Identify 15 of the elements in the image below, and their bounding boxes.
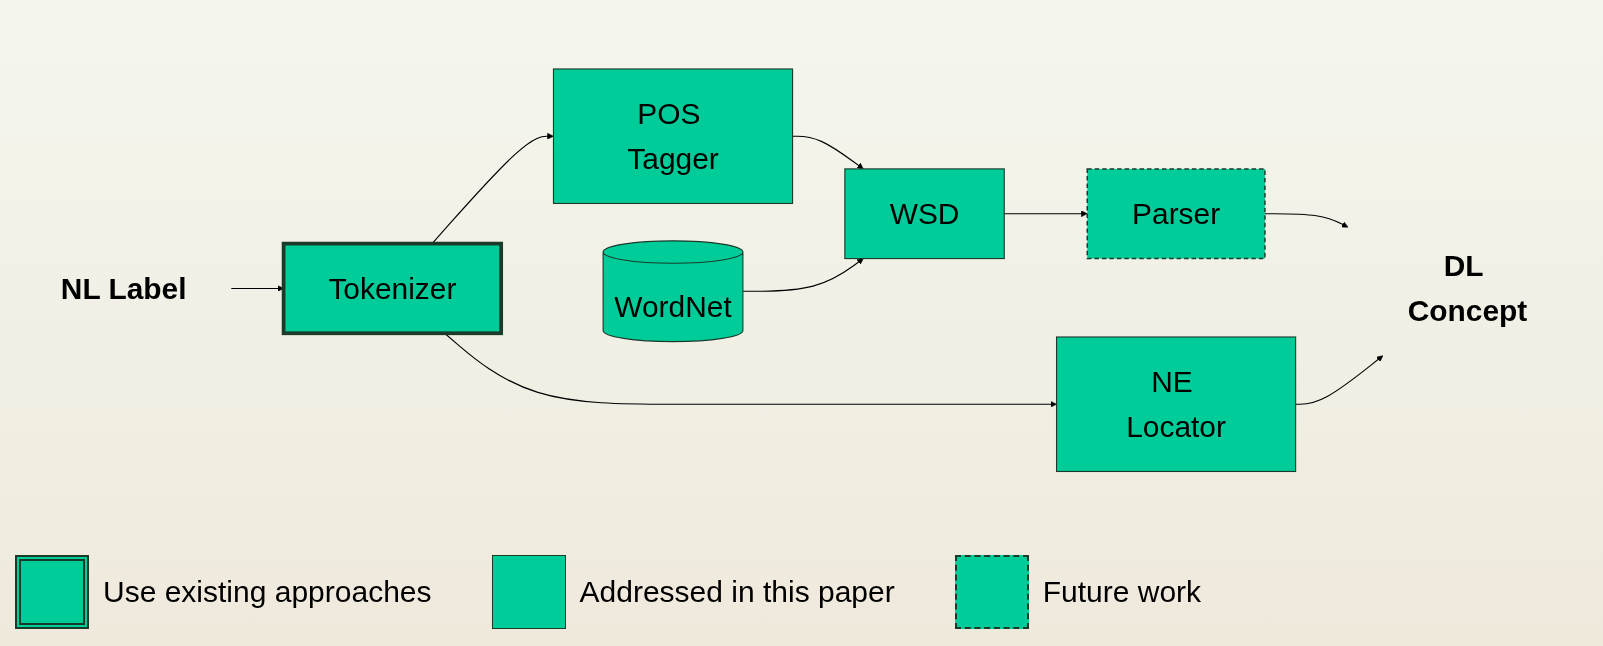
node-box: Tokenizer — [281, 241, 504, 335]
legend-text: Use existing approaches — [103, 575, 432, 609]
legend-text: Future work — [1042, 575, 1202, 609]
arrow — [792, 135, 864, 169]
arrow — [1264, 212, 1349, 228]
node-text: DL Concept — [1407, 249, 1528, 328]
arrow — [1295, 355, 1384, 405]
legend-text: Addressed in this paper — [579, 575, 895, 609]
node-text: NL Label — [60, 271, 187, 305]
arrow — [742, 258, 864, 292]
node-box: POS Tagger — [552, 68, 794, 204]
node-box: WSD — [844, 168, 1005, 259]
node-box: NE Locator — [1056, 336, 1297, 472]
node-box: Parser — [1086, 167, 1266, 260]
arrow — [431, 132, 554, 244]
